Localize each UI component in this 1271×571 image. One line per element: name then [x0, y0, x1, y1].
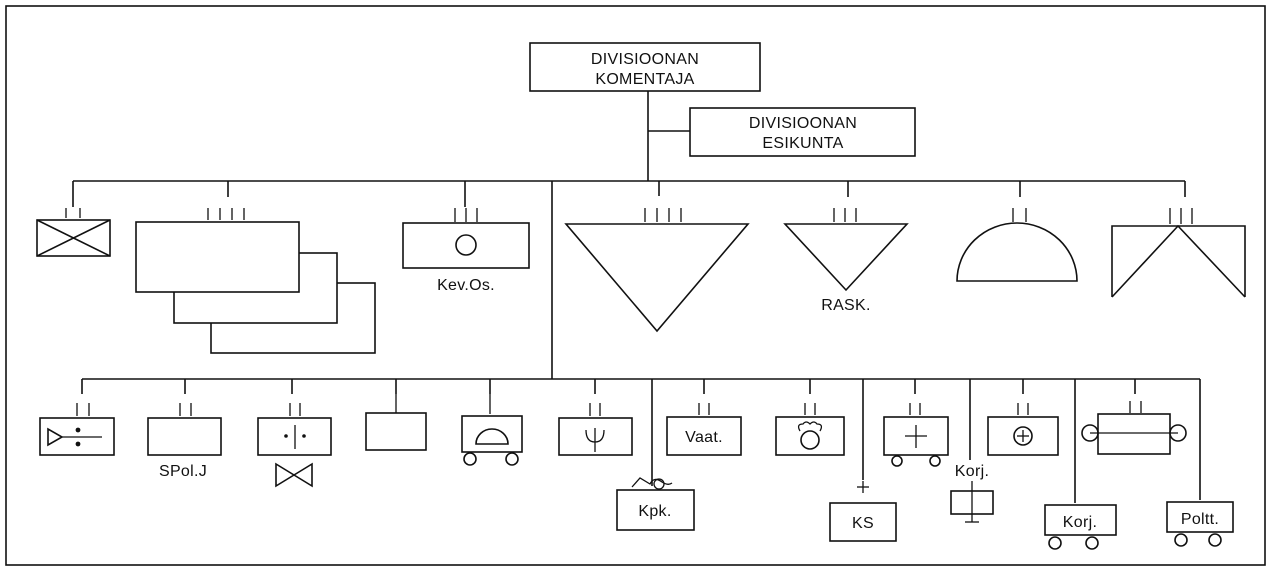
signal-battalion-symbol — [39, 403, 115, 456]
staff-title-line2: ESIKUNTA — [762, 135, 843, 152]
clothing-label: Vaat. — [685, 429, 723, 446]
antenna-unit-symbol — [558, 403, 633, 456]
light-aa-battalion-symbol: Kev.Os. — [402, 208, 530, 294]
circle-icon — [455, 234, 477, 256]
ambulance-icon — [631, 477, 673, 488]
artillery-regiment-symbol — [564, 208, 750, 333]
repair-vehicle-symbol: Korj. — [1044, 504, 1117, 550]
repair-label-top: Korj. — [955, 463, 989, 480]
ks-unit-symbol: KS — [829, 481, 897, 542]
fuel-label: Poltt. — [1181, 511, 1219, 528]
ks-label: KS — [852, 515, 874, 532]
commander-title-line2: KOMENTAJA — [595, 71, 694, 88]
mobile-unit-symbol — [461, 394, 523, 466]
heavy-artillery-label: RASK. — [821, 297, 871, 314]
clothing-unit-symbol: Vaat. — [666, 403, 742, 456]
commander-title-line1: DIVISIOONAN — [591, 51, 699, 68]
dome-unit-symbol — [956, 208, 1078, 282]
plain-unit-symbol — [365, 394, 427, 451]
military-police-symbol: SPol.J — [147, 403, 222, 480]
infantry-regiment-symbol — [36, 208, 111, 257]
repair-unit-symbol: Korj. — [950, 463, 994, 523]
engineer-battalion-symbol — [1111, 208, 1246, 298]
pipeline-unit-symbol — [1081, 401, 1187, 455]
diagram-frame — [5, 5, 1266, 566]
staff-title-line1: DIVISIOONAN — [749, 115, 857, 132]
maintenance-unit-symbol — [257, 403, 332, 488]
division-staff-box: DIVISIOONAN ESIKUNTA — [689, 107, 916, 157]
bakery-unit-symbol — [775, 403, 845, 456]
circled-plus-icon — [1013, 426, 1033, 446]
flower-icon — [800, 430, 820, 450]
circled-plus-unit-symbol — [987, 403, 1059, 456]
bowtie-icon — [275, 462, 313, 488]
fuel-unit-symbol: Poltt. — [1166, 501, 1234, 547]
repair-vehicle-label: Korj. — [1063, 514, 1097, 531]
medical-transport-symbol — [883, 403, 949, 467]
military-police-label: SPol.J — [159, 463, 207, 480]
division-commander-box: DIVISIOONAN KOMENTAJA — [529, 42, 761, 92]
stacked-regiments-symbol — [135, 208, 376, 354]
field-hospital-label: Kpk. — [638, 503, 671, 520]
light-aa-label: Kev.Os. — [437, 277, 495, 294]
field-hospital-symbol: Kpk. — [616, 477, 695, 531]
heavy-artillery-symbol: RASK. — [783, 208, 909, 314]
